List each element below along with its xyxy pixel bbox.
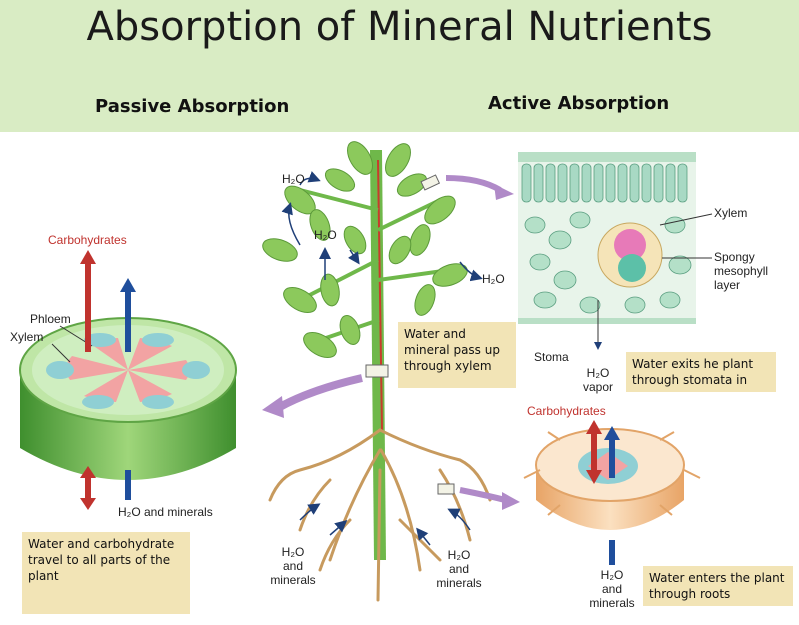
layer-text: layer xyxy=(714,278,741,292)
stomata-note: Water exits he plant through stomata in xyxy=(626,352,776,392)
spongy-text: Spongy xyxy=(714,250,755,264)
h2o-minerals-label-left: H₂O and minerals xyxy=(118,505,213,519)
plant-illustration xyxy=(262,141,492,602)
xylem-label-right: Xylem xyxy=(714,206,748,220)
roots-note: Water enters the plant through roots xyxy=(643,566,793,606)
h2o-text: H₂O xyxy=(600,568,624,582)
and-text: and xyxy=(448,562,470,576)
stoma-label: Stoma xyxy=(534,350,569,364)
mesophyll-text: mesophyll xyxy=(714,264,769,278)
page-title: Absorption of Mineral Nutrients xyxy=(86,4,713,50)
h2o-text: H₂O xyxy=(586,366,610,380)
carbohydrates-label-left: Carbohydrates xyxy=(48,233,127,247)
and-text: and xyxy=(601,582,623,596)
and-text: and xyxy=(282,559,304,573)
water-flow-arrows xyxy=(281,171,483,546)
passive-heading: Passive Absorption xyxy=(95,96,290,117)
section-pointers xyxy=(262,175,520,510)
header-banner xyxy=(0,0,799,132)
root-water-label-right: H₂O and minerals xyxy=(430,548,488,590)
travel-note: Water and carbohydrate travel to all par… xyxy=(22,532,190,614)
minerals-text: minerals xyxy=(436,576,482,590)
h2o-text: H₂O xyxy=(447,548,471,562)
phloem-label: Phloem xyxy=(30,312,71,326)
minerals-text: minerals xyxy=(270,573,316,587)
active-heading: Active Absorption xyxy=(488,93,670,114)
vascular-bundles xyxy=(46,333,210,409)
h2o-label-right: H₂O xyxy=(482,272,505,286)
h2o-label-top: H₂O xyxy=(282,172,305,186)
xylem-label-left: Xylem xyxy=(10,330,44,344)
root-water-label-left: H₂O and minerals xyxy=(270,545,316,587)
carbohydrates-label-right: Carbohydrates xyxy=(527,404,606,418)
vapor-text: vapor xyxy=(582,380,614,394)
root-arrows xyxy=(586,420,620,565)
root-section-water-label: H₂O and minerals xyxy=(584,568,640,610)
water-vapor-label: H₂O vapor xyxy=(578,366,618,394)
xylem-note: Water and mineral pass up through xylem xyxy=(398,322,516,388)
spongy-mesophyll-label: Spongy mesophyll layer xyxy=(714,250,768,292)
h2o-text: H₂O xyxy=(281,545,305,559)
h2o-label-mid: H₂O xyxy=(314,228,337,242)
stem-cross-section xyxy=(19,317,237,480)
stem-arrows xyxy=(80,250,136,510)
minerals-text: minerals xyxy=(589,596,635,610)
leaf-cross-section xyxy=(518,152,713,350)
